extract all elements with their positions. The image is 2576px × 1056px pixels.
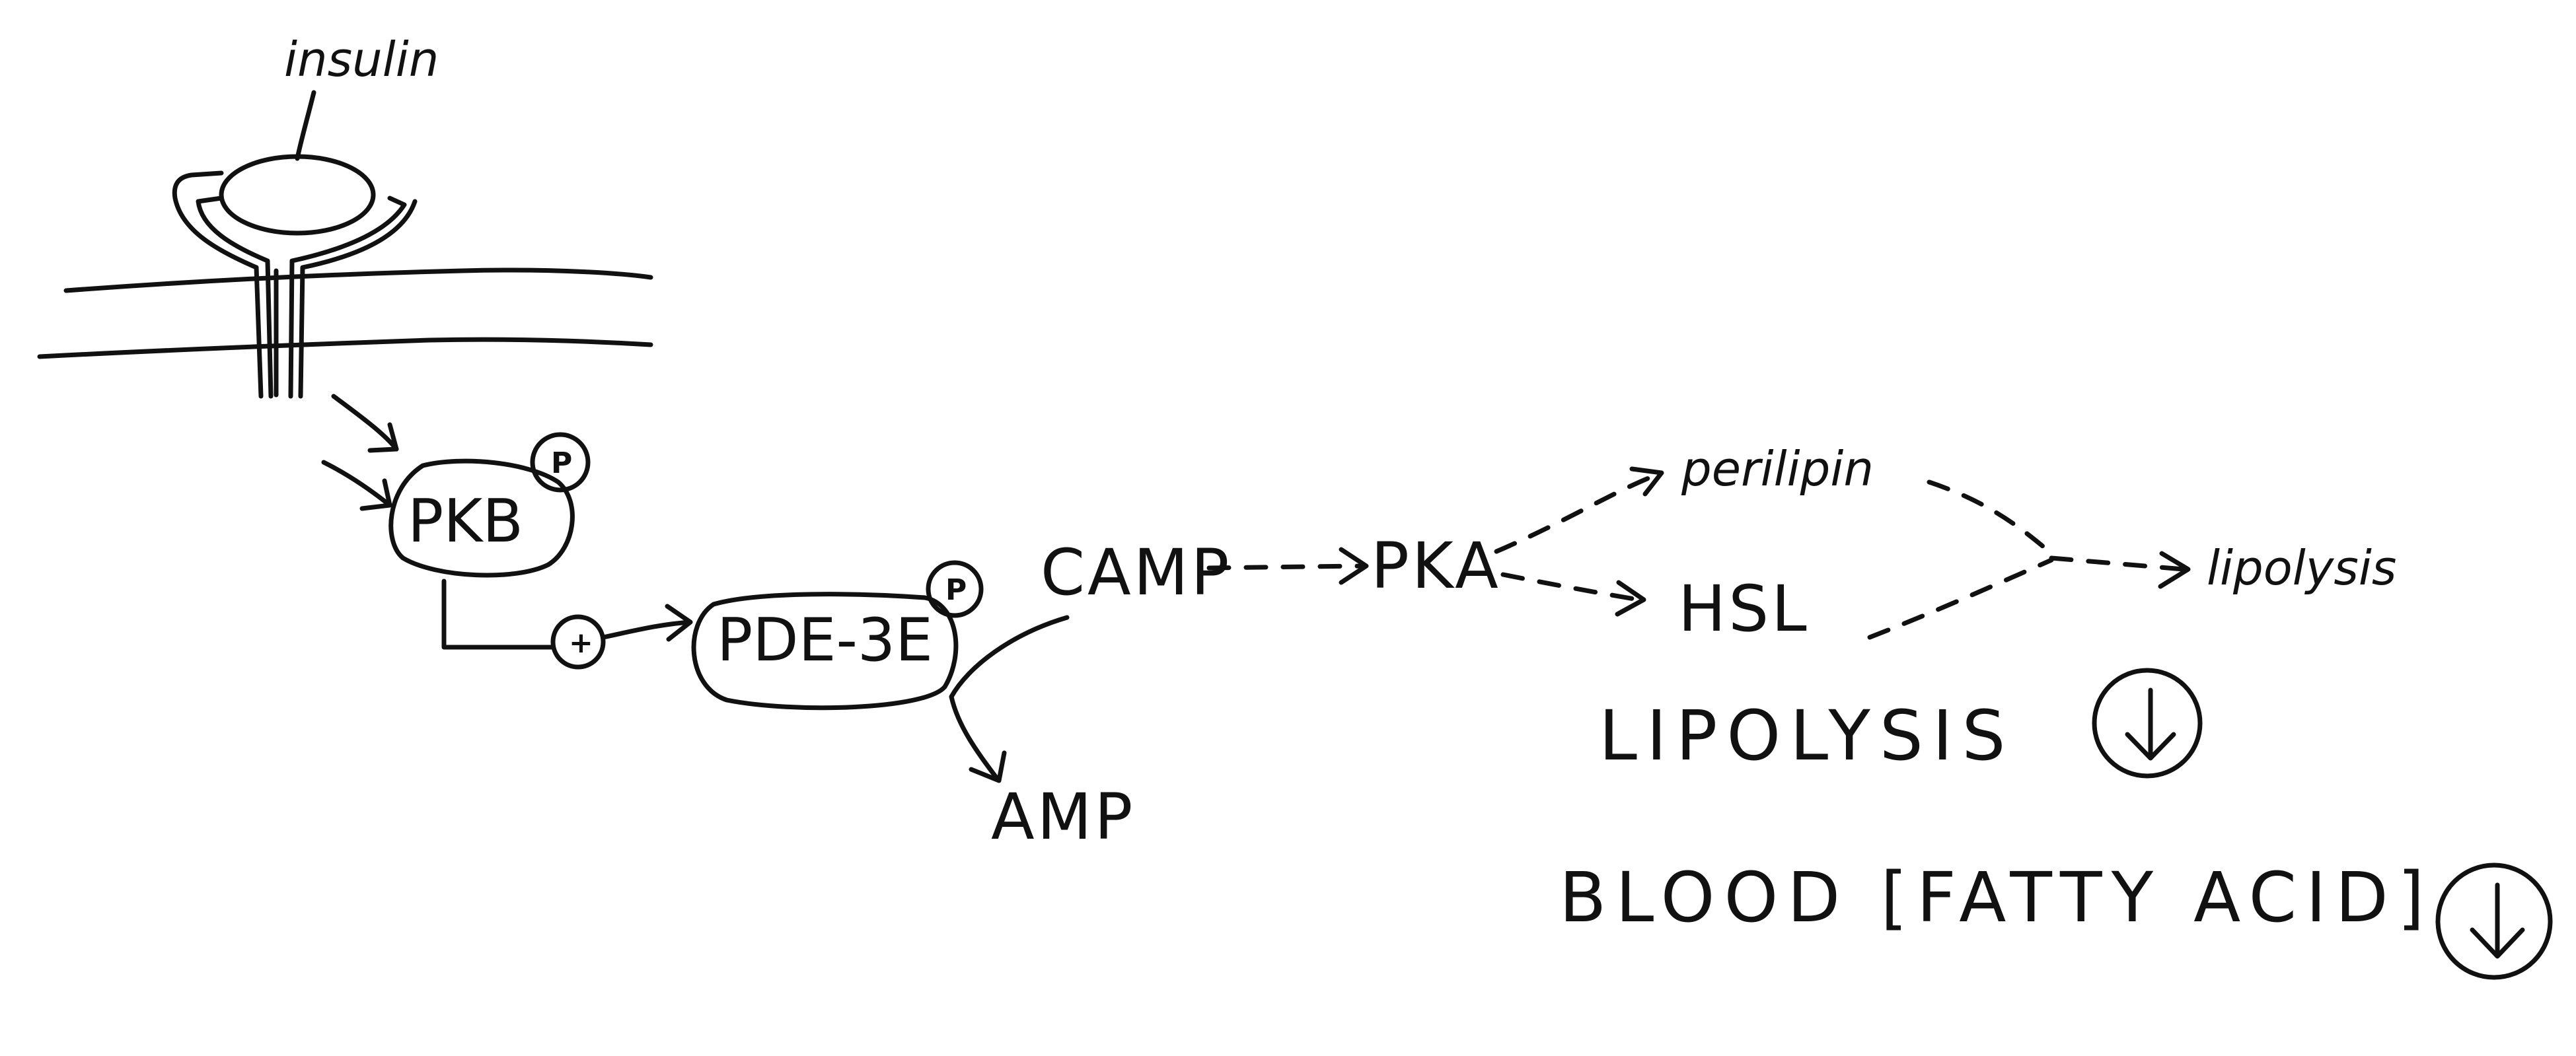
perilipin-to-lipolysis-line (1927, 479, 2054, 556)
pkb-to-pde-connector (441, 579, 554, 650)
pde-3e-label: PDE-3E (717, 606, 933, 675)
activation-plus-badge: + (550, 614, 606, 670)
perilipin-label: perilipin (1681, 441, 1874, 497)
down-arrow-circle-icon (2092, 668, 2203, 779)
insulin-receptor (172, 170, 418, 399)
insulin-label: insulin (284, 32, 439, 87)
pde-3e-node: PDE-3E (691, 592, 959, 711)
insulin-pointer-line (295, 90, 316, 161)
pka-to-perilipin-arrowhead (1629, 466, 1664, 497)
hsl-label: HSL (1678, 572, 1810, 646)
svg-text:P: P (945, 573, 967, 607)
outcome-fatty-acid-text: BLOOD [FATTY ACID] (1559, 857, 2433, 938)
camp-to-amp-arrow (949, 615, 1070, 783)
svg-text:P: P (551, 446, 572, 480)
camp-to-pka-arrow (1206, 563, 1364, 571)
pka-to-hsl-arrow (1500, 572, 1641, 602)
pka-label: PKA (1371, 529, 1501, 603)
to-lipolysis-arrow (2049, 555, 2186, 572)
outcome-lipolysis-text: LIPOLYSIS (1599, 695, 2015, 776)
pde-phospho-badge: P (926, 560, 984, 618)
cell-membrane (37, 267, 653, 359)
down-arrow-circle-icon (2435, 862, 2553, 980)
pkb-phospho-badge: P (530, 432, 591, 493)
receptor-to-pkb-arrows (321, 394, 399, 511)
svg-text:+: + (569, 626, 593, 660)
camp-label: CAMP (1041, 536, 1232, 610)
insulin-molecule (219, 154, 376, 236)
activation-arrow (601, 604, 693, 642)
lipolysis-label: lipolysis (2207, 540, 2396, 596)
amp-label: AMP (991, 780, 1135, 854)
pka-to-perilipin-arrow (1494, 472, 1661, 554)
pkb-node: PKB (388, 458, 575, 578)
pka-to-hsl-arrowhead (1615, 580, 1646, 617)
pkb-label: PKB (408, 487, 523, 556)
hsl-to-lipolysis-line (1867, 557, 2054, 640)
to-lipolysis-arrowhead (2158, 551, 2191, 589)
camp-to-pka-arrowhead (1339, 547, 1369, 585)
